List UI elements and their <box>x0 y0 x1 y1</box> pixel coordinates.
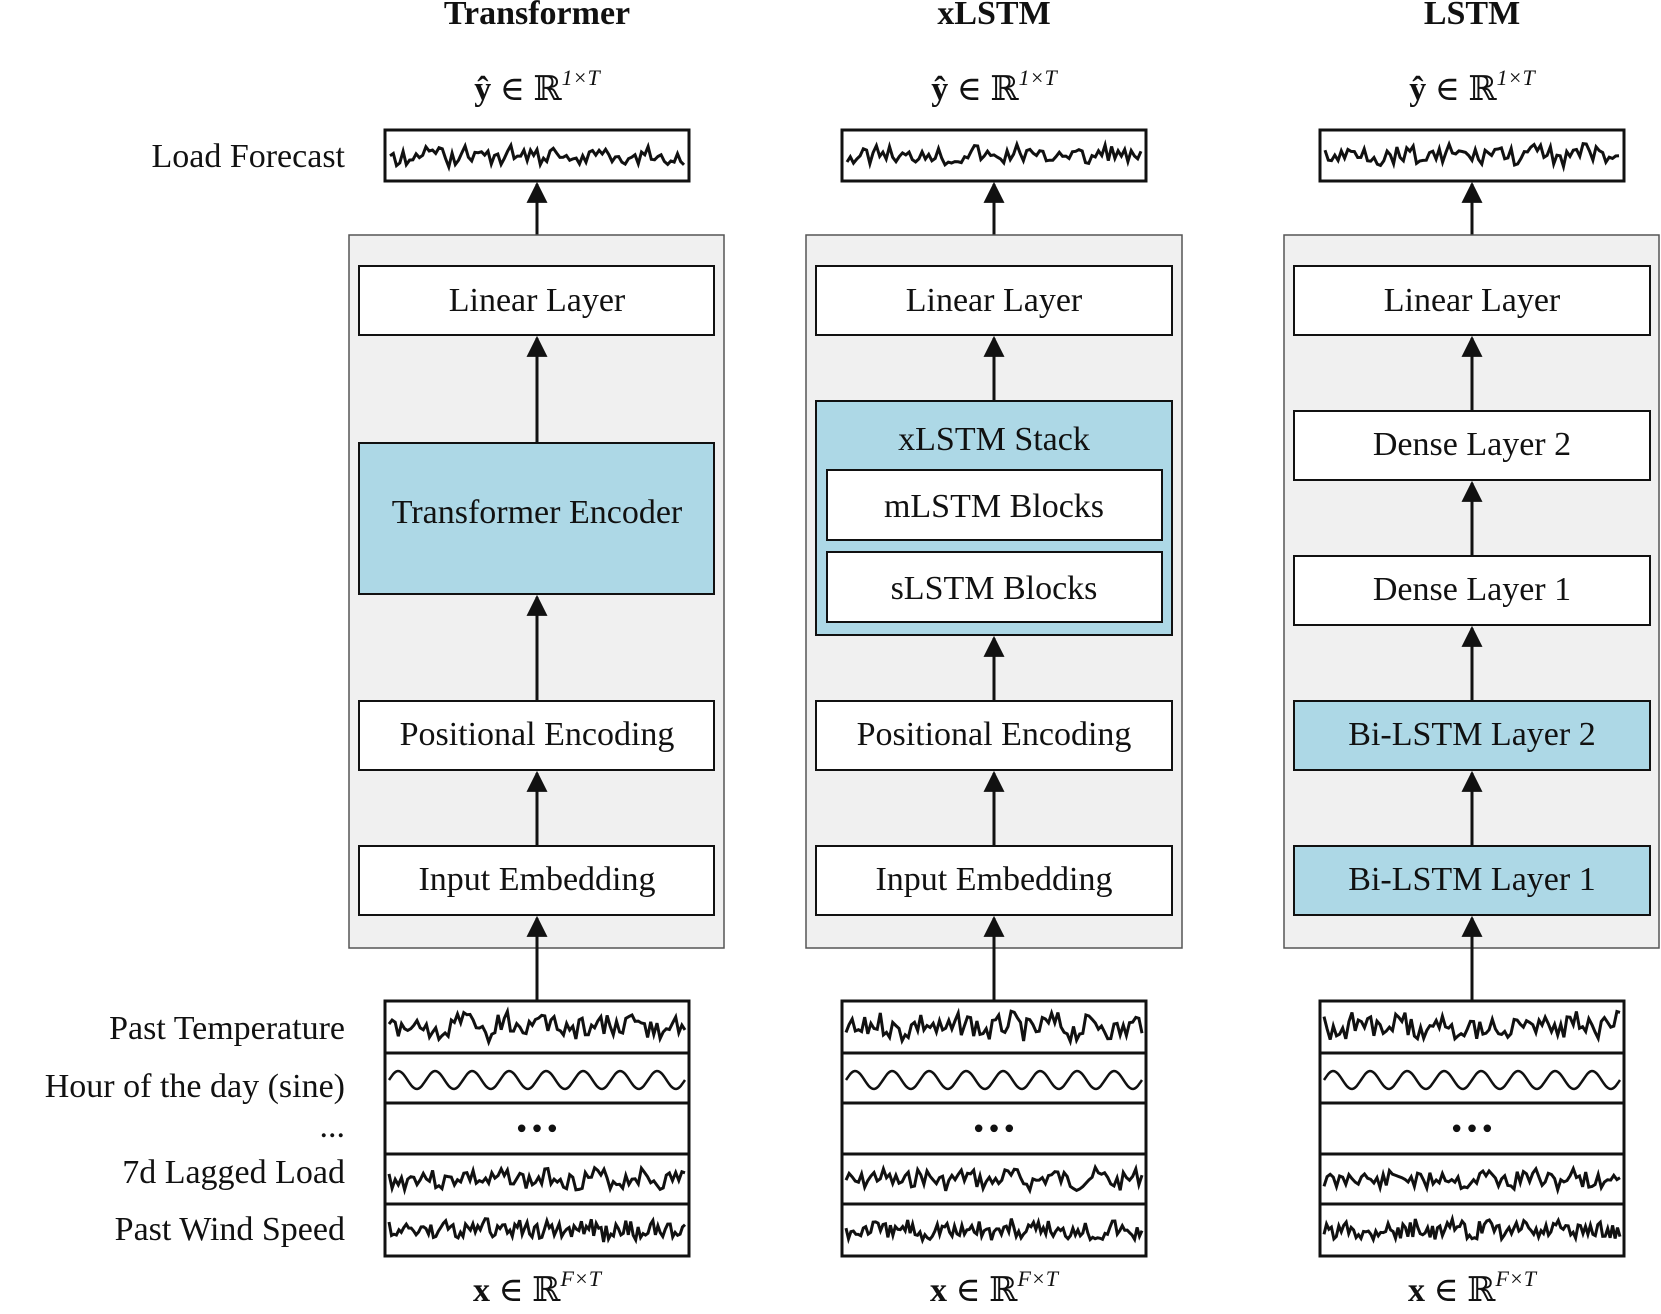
dense-layer-1-box <box>1293 555 1651 626</box>
input-feature-stack: ••• <box>383 999 691 1258</box>
formula-var: ŷ <box>1409 71 1426 108</box>
linear-layer-box <box>1293 265 1651 336</box>
column-xlstm: xLSTM ŷ ∈ ℝ1×T Linear Layer xLSTM Stack … <box>805 0 1183 1309</box>
column-title: LSTM <box>1424 0 1520 32</box>
input-label-past-temperature: Past Temperature <box>109 1010 345 1047</box>
noisy-signal-icon <box>844 1163 1144 1195</box>
linear-layer-label: Linear Layer <box>906 282 1083 319</box>
output-formula: ŷ ∈ ℝ1×T <box>474 65 601 108</box>
input-embedding-box <box>358 845 715 916</box>
formula-sup: 1×T <box>1497 65 1537 90</box>
formula-sup: 1×T <box>562 65 602 90</box>
ellipsis-dots: ••• <box>1449 1115 1495 1145</box>
transformer-encoder-box <box>358 442 715 595</box>
noisy-signal-icon <box>1322 1164 1621 1196</box>
formula-var: x <box>1408 1272 1425 1309</box>
input-formula: x ∈ ℝF×T <box>1408 1266 1538 1309</box>
bilstm-layer-2-label: Bi-LSTM Layer 2 <box>1348 716 1595 753</box>
formula-sup: F×T <box>1016 1266 1059 1291</box>
ellipsis-dots: ••• <box>971 1115 1017 1145</box>
input-formula: x ∈ ℝF×T <box>930 1266 1060 1309</box>
formula-sup: F×T <box>1494 1266 1537 1291</box>
linear-layer-label: Linear Layer <box>449 282 626 319</box>
noisy-signal-icon <box>1322 1009 1621 1044</box>
noisy-signal-icon <box>389 141 686 173</box>
input-label-lagged-load: 7d Lagged Load <box>122 1154 345 1191</box>
formula-rel: ∈ ℝ <box>948 71 1019 108</box>
positional-encoding-label: Positional Encoding <box>400 716 675 753</box>
output-formula: ŷ ∈ ℝ1×T <box>931 65 1058 108</box>
input-label-wind-speed: Past Wind Speed <box>115 1211 345 1248</box>
input-stack-frame <box>840 999 1148 1258</box>
noisy-signal-icon <box>845 139 1143 170</box>
mlstm-blocks-box <box>826 469 1163 541</box>
xlstm-stack-label: xLSTM Stack <box>898 421 1090 458</box>
formula-rel: ∈ ℝ <box>947 1272 1018 1309</box>
column-title: xLSTM <box>937 0 1050 32</box>
load-forecast-label: Load Forecast <box>151 138 345 175</box>
column-title: Transformer <box>444 0 630 32</box>
slstm-blocks-box <box>826 551 1163 623</box>
output-formula: ŷ ∈ ℝ1×T <box>1409 65 1536 108</box>
noisy-signal-icon <box>387 1006 687 1047</box>
linear-layer-label: Linear Layer <box>1384 282 1561 319</box>
noisy-signal-icon <box>844 1007 1144 1047</box>
formula-rel: ∈ ℝ <box>1425 1272 1496 1309</box>
column-lstm: LSTM ŷ ∈ ℝ1×T Linear Layer Dense Layer 2… <box>1283 0 1660 1309</box>
formula-rel: ∈ ℝ <box>1426 71 1497 108</box>
formula-rel: ∈ ℝ <box>490 1272 561 1309</box>
input-embedding-label: Input Embedding <box>875 861 1112 898</box>
mlstm-blocks-label: mLSTM Blocks <box>884 488 1104 525</box>
linear-layer-box <box>358 265 715 336</box>
input-label-ellipsis: ... <box>320 1108 346 1145</box>
formula-var: ŷ <box>931 71 948 108</box>
column-transformer: Transformer ŷ ∈ ℝ1×T Linear Layer Transf… <box>348 0 725 1309</box>
formula-var: ŷ <box>474 71 491 108</box>
sine-wave-icon <box>1322 1069 1622 1091</box>
input-stack-frame <box>1318 999 1626 1258</box>
noisy-signal-icon <box>1323 139 1620 173</box>
noisy-signal-icon <box>1322 1213 1622 1244</box>
positional-encoding-label: Positional Encoding <box>857 716 1132 753</box>
ellipsis-dots: ••• <box>514 1115 560 1145</box>
input-embedding-box <box>815 845 1173 916</box>
formula-sup: 1×T <box>1019 65 1059 90</box>
formula-sup: F×T <box>559 1266 602 1291</box>
input-feature-stack: ••• <box>1318 999 1626 1258</box>
transformer-encoder-label: Transformer Encoder <box>392 494 683 531</box>
positional-encoding-box <box>815 700 1173 771</box>
input-stack-frame <box>383 999 691 1258</box>
positional-encoding-box <box>358 700 715 771</box>
formula-var: x <box>473 1272 490 1309</box>
input-embedding-label: Input Embedding <box>418 861 655 898</box>
noisy-signal-icon <box>387 1215 687 1245</box>
dense-layer-2-label: Dense Layer 2 <box>1373 426 1571 463</box>
input-feature-stack: ••• <box>840 999 1148 1258</box>
bilstm-layer-1-label: Bi-LSTM Layer 1 <box>1348 861 1595 898</box>
sine-wave-icon <box>844 1069 1144 1091</box>
input-formula: x ∈ ℝF×T <box>473 1266 603 1309</box>
noisy-signal-icon <box>387 1164 686 1196</box>
noisy-signal-icon <box>844 1216 1144 1245</box>
formula-var: x <box>930 1272 947 1309</box>
formula-rel: ∈ ℝ <box>491 71 562 108</box>
dense-layer-1-label: Dense Layer 1 <box>1373 571 1571 608</box>
input-label-hour-sine: Hour of the day (sine) <box>45 1068 345 1105</box>
linear-layer-box <box>815 265 1173 336</box>
bilstm-layer-2-box <box>1293 700 1651 771</box>
sine-wave-icon <box>387 1069 687 1091</box>
bilstm-layer-1-box <box>1293 845 1651 916</box>
dense-layer-2-box <box>1293 410 1651 481</box>
slstm-blocks-label: sLSTM Blocks <box>891 570 1098 607</box>
